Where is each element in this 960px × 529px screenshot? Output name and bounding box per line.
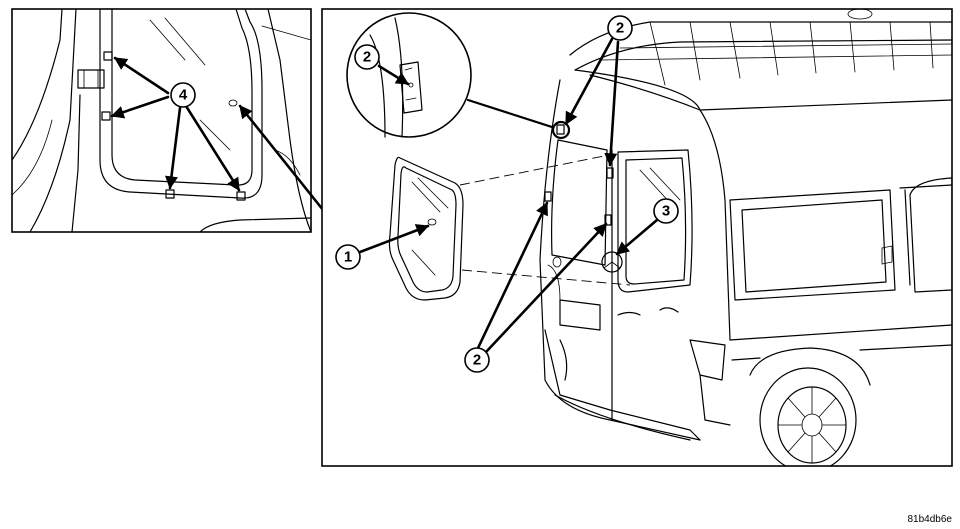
clip-right-lower bbox=[604, 214, 612, 226]
fastener-bottom-right bbox=[236, 191, 246, 201]
callout-3-emblem: 3 bbox=[653, 198, 679, 224]
inset-frame bbox=[11, 8, 312, 233]
figure-reference-code: 81b4db6e bbox=[908, 514, 953, 525]
van-rear-view bbox=[539, 9, 952, 466]
svg-text:2: 2 bbox=[363, 49, 371, 66]
detail-magnifier: 2 bbox=[346, 12, 554, 138]
svg-text:2: 2 bbox=[473, 352, 481, 369]
leader-2-top-left bbox=[564, 37, 614, 126]
svg-text:3: 3 bbox=[662, 203, 670, 220]
fastener-upper-left bbox=[103, 51, 113, 61]
leader-2-lower-left bbox=[476, 201, 549, 350]
fastener-bottom-center bbox=[165, 189, 175, 199]
svg-text:2: 2 bbox=[616, 20, 624, 37]
callout-2-detail: 2 bbox=[354, 44, 380, 70]
svg-text:4: 4 bbox=[179, 87, 188, 104]
clip-top-circled bbox=[551, 120, 571, 140]
callout-4-fasteners: 4 bbox=[170, 82, 196, 108]
svg-text:1: 1 bbox=[344, 249, 352, 266]
fastener-mid-left bbox=[101, 111, 111, 121]
leader-1-glass bbox=[358, 224, 430, 254]
window-glass-pane bbox=[388, 156, 464, 301]
clip-right-upper bbox=[606, 167, 614, 179]
leader-2-top-right bbox=[604, 40, 620, 167]
inset-door-interior bbox=[12, 9, 311, 232]
leader-2-lower-right bbox=[484, 222, 608, 354]
alignment-lines bbox=[459, 153, 631, 286]
callout-2-upper-clips: 2 bbox=[607, 15, 633, 41]
callout-1-window-glass: 1 bbox=[335, 244, 361, 270]
detail-clip bbox=[399, 61, 423, 114]
inset-panel: 4 bbox=[11, 8, 312, 233]
leader-3-emblem bbox=[615, 218, 659, 256]
callout-2-lower-clips: 2 bbox=[464, 347, 490, 373]
clip-left-upper bbox=[544, 191, 552, 202]
